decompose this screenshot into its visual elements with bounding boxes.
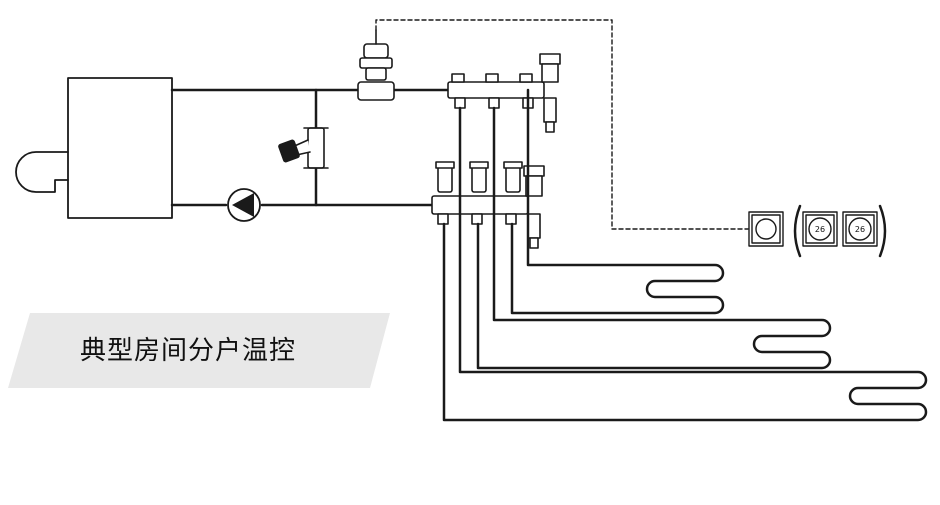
thermostat-digital-2: 26 bbox=[842, 211, 878, 247]
thermostat-digital-1: 26 bbox=[802, 211, 838, 247]
bypass-valve bbox=[278, 127, 329, 169]
motorized-valve bbox=[357, 29, 395, 101]
floor-heating-loop-1 bbox=[510, 88, 725, 315]
floor-heating-loop-3 bbox=[442, 106, 928, 422]
caption-banner bbox=[8, 313, 390, 388]
boiler-burner bbox=[15, 151, 69, 193]
boiler bbox=[15, 77, 173, 219]
thermostat-digital-2-reading: 26 bbox=[855, 225, 865, 234]
diagram-caption: 典型房间分户温控 bbox=[80, 336, 297, 366]
circulation-pump bbox=[227, 188, 261, 222]
floor-heating-loop-2 bbox=[476, 106, 832, 370]
thermostat-mechanical bbox=[748, 211, 784, 247]
thermostat-bracket bbox=[793, 204, 887, 258]
thermostat-digital-1-reading: 26 bbox=[815, 225, 825, 234]
control-wire bbox=[375, 19, 749, 230]
supply-manifold bbox=[447, 53, 561, 133]
